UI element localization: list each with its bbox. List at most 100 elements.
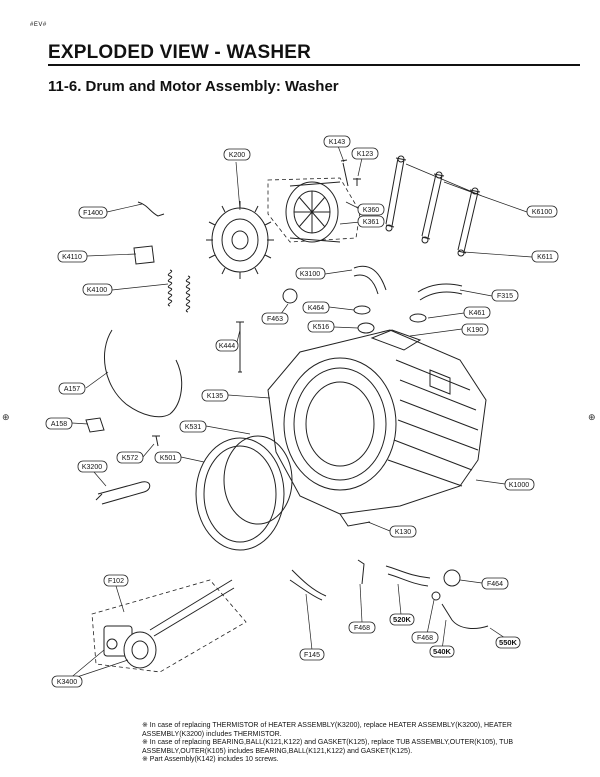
callout-550k: 550K — [495, 636, 521, 649]
footnote-heater: ※ In case of replacing THERMISTOR of HEA… — [142, 722, 512, 738]
heater-drawing — [95, 481, 151, 505]
svg-text:K4110: K4110 — [62, 254, 82, 261]
wire-harness-drawing — [104, 329, 183, 418]
part-drawings — [85, 155, 489, 673]
svg-text:K130: K130 — [395, 529, 411, 536]
door-ring-drawing — [195, 435, 293, 551]
callout-k361: K361 — [357, 215, 385, 228]
hose-drawing — [353, 265, 387, 295]
svg-text:A158: A158 — [51, 421, 67, 428]
callout-f464: F464 — [481, 577, 509, 590]
svg-text:K135: K135 — [207, 393, 223, 400]
svg-text:K6100: K6100 — [532, 209, 552, 216]
motor-stator-drawing — [206, 201, 274, 279]
sensor-wire-drawing — [137, 201, 165, 217]
pump-drawing — [91, 579, 247, 673]
drain-parts-drawing — [357, 559, 489, 629]
svg-text:F468: F468 — [354, 625, 370, 632]
callout-540k: 540K — [429, 645, 455, 658]
callout-k3100: K3100 — [295, 267, 326, 280]
svg-text:K3100: K3100 — [300, 271, 320, 278]
svg-text:K611: K611 — [537, 254, 553, 261]
svg-text:K464: K464 — [308, 305, 324, 312]
footnote-bearing: ※ In case of replacing BEARING,BALL(K121… — [142, 739, 514, 755]
svg-text:K360: K360 — [363, 207, 379, 214]
bolt-drawing — [340, 159, 361, 187]
tub-drawing — [267, 329, 487, 515]
svg-text:F145: F145 — [304, 652, 320, 659]
svg-text:540K: 540K — [433, 647, 452, 656]
page-title: EXPLODED VIEW - WASHER — [48, 42, 312, 63]
callout-k3200: K3200 — [77, 460, 108, 473]
svg-text:K200: K200 — [229, 152, 245, 159]
callout-f315: F315 — [491, 289, 519, 302]
callout-k200: K200 — [223, 148, 251, 161]
callout-f463: F463 — [261, 312, 289, 325]
callout-k1000: K1000 — [504, 478, 535, 491]
callout-k143: K143 — [323, 135, 351, 148]
bracket-drawing — [133, 245, 155, 265]
svg-text:K531: K531 — [185, 424, 201, 431]
callout-k444: K444 — [215, 339, 239, 352]
svg-text:F315: F315 — [497, 293, 513, 300]
callout-a157: A157 — [58, 382, 86, 395]
registration-mark-left: ⊕ — [2, 412, 10, 422]
svg-text:K3400: K3400 — [57, 679, 77, 686]
motor-rotor-drawing — [267, 177, 361, 243]
callout-520k: 520K — [389, 613, 415, 626]
svg-text:K190: K190 — [467, 327, 483, 334]
bracket-k130-drawing — [339, 513, 371, 527]
callout-k464: K464 — [302, 301, 330, 314]
callout-k4100: K4100 — [82, 283, 113, 296]
callout-k123: K123 — [351, 147, 379, 160]
callout-k516: K516 — [307, 320, 335, 333]
screw-drawing — [152, 435, 160, 447]
svg-text:F463: F463 — [267, 316, 283, 323]
svg-text:F464: F464 — [487, 581, 503, 588]
callout-f102: F102 — [103, 574, 129, 587]
svg-text:K444: K444 — [219, 343, 235, 350]
svg-text:K361: K361 — [363, 219, 379, 226]
svg-text:F468: F468 — [417, 635, 433, 642]
svg-text:F102: F102 — [108, 578, 124, 585]
callout-k135: K135 — [201, 389, 229, 402]
wire-f145-drawing — [289, 569, 327, 601]
callout-k531: K531 — [179, 420, 207, 433]
callout-k4110: K4110 — [57, 250, 88, 263]
callout-f468-left: F468 — [348, 621, 376, 634]
svg-text:K516: K516 — [313, 324, 329, 331]
title-rule — [48, 64, 580, 66]
ring-drawing — [409, 313, 427, 323]
footnotes: ※ In case of replacing THERMISTOR of HEA… — [142, 722, 562, 765]
callout-labels: K200 K143 K123 K360 K361 F1400 K6100 K41… — [45, 135, 559, 688]
grommet-drawing — [353, 305, 371, 315]
damper-drawing — [385, 155, 481, 257]
callout-f1400: F1400 — [78, 206, 108, 219]
svg-text:A157: A157 — [64, 386, 80, 393]
svg-text:K1000: K1000 — [509, 482, 529, 489]
svg-text:K501: K501 — [160, 455, 176, 462]
svg-text:K3200: K3200 — [82, 464, 102, 471]
svg-text:K143: K143 — [329, 139, 345, 146]
clamp-drawing — [282, 288, 298, 304]
callout-f145: F145 — [299, 648, 325, 661]
registration-mark-right: ⊕ — [588, 412, 596, 422]
callout-k501: K501 — [154, 451, 182, 464]
svg-text:K123: K123 — [357, 151, 373, 158]
callout-k6100: K6100 — [526, 205, 558, 218]
callout-k461: K461 — [463, 306, 491, 319]
connector-drawing — [85, 417, 105, 433]
svg-text:F1400: F1400 — [83, 210, 103, 217]
footnote-screws: ※ Part Assembly(K142) includes 10 screws… — [142, 756, 279, 764]
drain-hose-drawing — [417, 283, 463, 301]
callout-k360: K360 — [357, 203, 385, 216]
section-title: 11-6. Drum and Motor Assembly: Washer — [48, 78, 339, 95]
svg-text:K572: K572 — [122, 455, 138, 462]
svg-text:550K: 550K — [499, 638, 518, 647]
leader-lines — [67, 145, 533, 681]
spring-drawing — [167, 269, 191, 313]
callout-k611: K611 — [531, 250, 559, 263]
callout-k190: K190 — [461, 323, 489, 336]
svg-text:K4100: K4100 — [87, 287, 107, 294]
